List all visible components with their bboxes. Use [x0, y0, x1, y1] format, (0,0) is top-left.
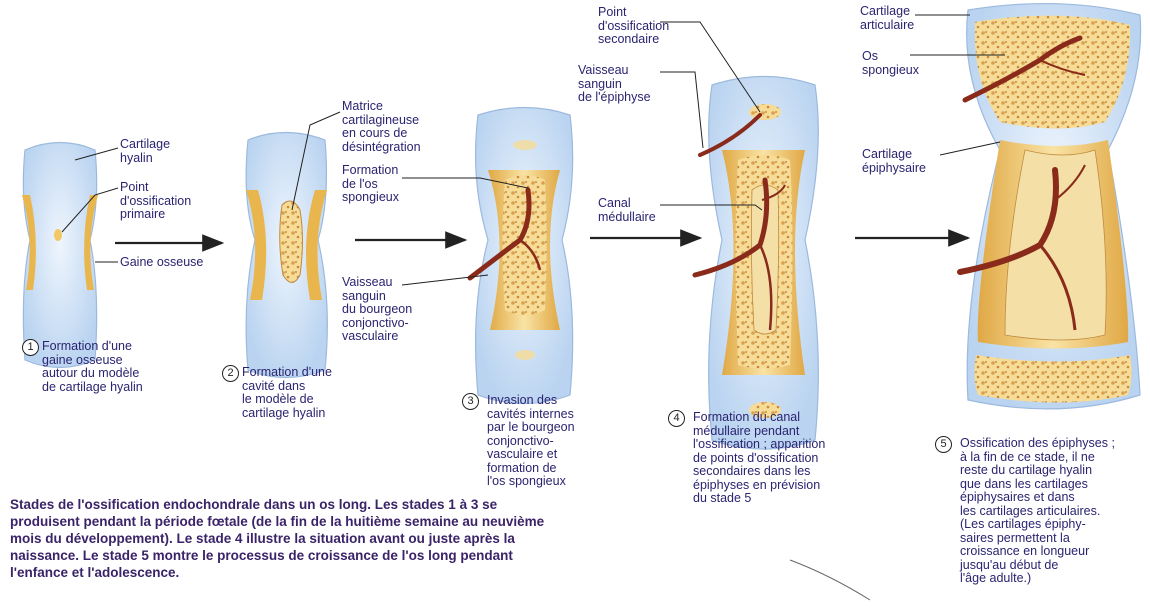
label-matrice: Matrice cartilagineuse en cours de désin…	[342, 100, 421, 154]
label-gaine-osseuse: Gaine osseuse	[120, 256, 203, 270]
label-cartilage-epiphysaire: Cartilage épiphysaire	[862, 148, 926, 175]
label-vaisseau-bourgeon: Vaisseau sanguin du bourgeon conjonctivo…	[342, 276, 412, 344]
decor-line	[790, 560, 870, 600]
label-cartilage-articulaire: Cartilage articulaire	[860, 5, 914, 32]
stage-1-caption: Formation d'une gaine osseuse autour du …	[42, 340, 143, 394]
label-cartilage-hyalin: Cartilage hyalin	[120, 138, 170, 165]
label-canal-medullaire: Canal médullaire	[598, 197, 656, 224]
stage-4-number: 4	[668, 410, 685, 427]
label-point-ossification-primaire: Point d'ossification primaire	[120, 181, 191, 222]
stage-2-caption: Formation d'une cavité dans le modèle de…	[242, 366, 332, 420]
stage-3-bone	[470, 108, 573, 404]
label-point-ossification-secondaire: Point d'ossification secondaire	[598, 6, 669, 47]
stage-3-number: 3	[462, 393, 479, 410]
stage-5-number: 5	[935, 436, 952, 453]
stage-4-caption: Formation du canal médullaire pendant l'…	[693, 411, 825, 506]
stage-3-caption: Invasion des cavités internes par le bou…	[487, 394, 575, 489]
stage-4-bone	[695, 77, 818, 450]
label-formation-os-spongieux: Formation de l'os spongieux	[342, 164, 399, 205]
stage-5-bone	[960, 4, 1141, 409]
stage-5-caption: Ossification des épiphyses ; à la fin de…	[960, 437, 1115, 586]
caption-title: Stades de l'ossification endochondrale d…	[10, 497, 371, 512]
label-os-spongieux: Os spongieux	[862, 50, 919, 77]
figure-caption: Stades de l'ossification endochondrale d…	[10, 496, 550, 581]
stage-1-bone	[22, 143, 98, 368]
stage-1-number: 1	[22, 339, 39, 356]
stage-2-bone	[246, 133, 327, 378]
label-vaisseau-epiphyse: Vaisseau sanguin de l'épiphyse	[578, 64, 651, 105]
stage-2-number: 2	[222, 365, 239, 382]
